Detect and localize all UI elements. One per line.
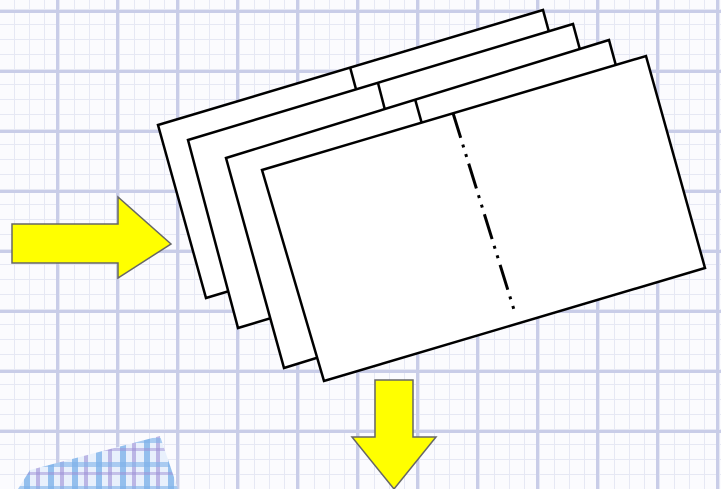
sheet-4 (260, 54, 707, 383)
plaid-fabric-decoration (18, 436, 178, 489)
input-arrow (11, 195, 173, 280)
fold-line-sheet-3 (413, 98, 424, 125)
fold-line-sheet-4 (451, 112, 517, 314)
sheet-stack (156, 8, 707, 383)
fold-line-sheet-2 (376, 82, 387, 111)
output-arrow (350, 379, 438, 489)
